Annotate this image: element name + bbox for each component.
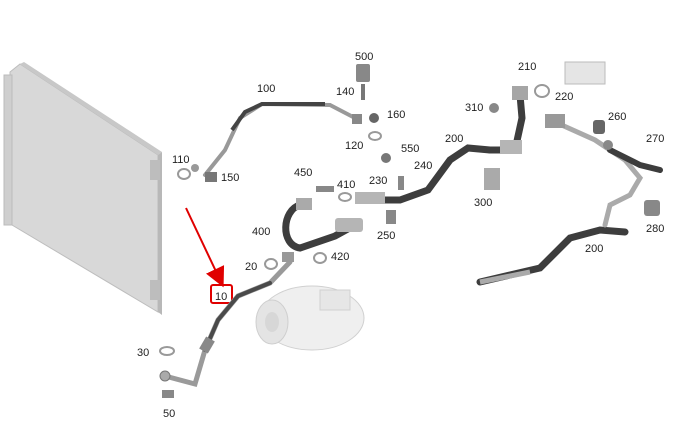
- label-550[interactable]: 550: [401, 143, 419, 155]
- line-400: [282, 198, 363, 252]
- label-300[interactable]: 300: [474, 197, 492, 209]
- label-140[interactable]: 140: [336, 86, 354, 98]
- label-250[interactable]: 250: [377, 230, 395, 242]
- label-110[interactable]: 110: [172, 154, 190, 166]
- label-150[interactable]: 150: [221, 172, 239, 184]
- label-420[interactable]: 420: [331, 251, 349, 263]
- label-240[interactable]: 240: [414, 160, 432, 172]
- small-parts: [159, 61, 660, 398]
- label-230[interactable]: 230: [369, 175, 387, 187]
- label-200-a[interactable]: 200: [445, 133, 463, 145]
- highlight-box-10: [210, 284, 233, 304]
- line-200-middle: [355, 86, 528, 204]
- line-100: [191, 101, 362, 177]
- label-50[interactable]: 50: [163, 408, 175, 420]
- label-500[interactable]: 500: [355, 51, 373, 63]
- label-400[interactable]: 400: [252, 226, 270, 238]
- label-100[interactable]: 100: [257, 83, 275, 95]
- label-410[interactable]: 410: [337, 179, 355, 191]
- label-10[interactable]: 10: [215, 291, 227, 303]
- label-270[interactable]: 270: [646, 133, 664, 145]
- line-200-right: [476, 114, 663, 286]
- part-labels: 10 20 30 50 100 110 120 140 150 160 200 …: [137, 51, 664, 420]
- label-450[interactable]: 450: [294, 167, 312, 179]
- label-260[interactable]: 260: [608, 111, 626, 123]
- line-10: [159, 252, 294, 388]
- label-280[interactable]: 280: [646, 223, 664, 235]
- label-220[interactable]: 220: [555, 91, 573, 103]
- condenser: [3, 62, 162, 315]
- compressor: [255, 285, 365, 351]
- label-310[interactable]: 310: [465, 102, 483, 114]
- label-20[interactable]: 20: [245, 261, 257, 273]
- label-160[interactable]: 160: [387, 109, 405, 121]
- label-120[interactable]: 120: [345, 140, 363, 152]
- highlight-arrow: [185, 207, 225, 288]
- label-210[interactable]: 210: [518, 61, 536, 73]
- label-30[interactable]: 30: [137, 347, 149, 359]
- label-200-b[interactable]: 200: [585, 243, 603, 255]
